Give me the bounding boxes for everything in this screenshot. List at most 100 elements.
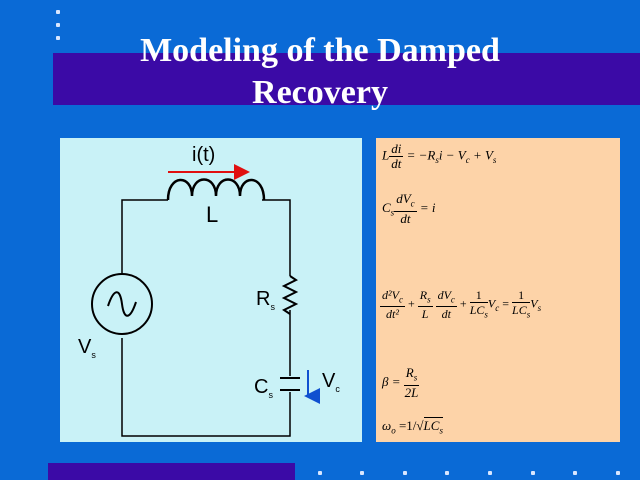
eq3-t3-num-wrap: dVc — [435, 288, 457, 308]
eq3-t1-den: dt² — [386, 307, 399, 322]
eq3-t5-num: 1 — [512, 288, 531, 303]
eq3-t4-den-sub: s — [484, 309, 488, 320]
ac-source-wave — [107, 291, 137, 317]
eq4-num: R — [405, 365, 414, 380]
eq4-num-wrap: Rs — [403, 365, 420, 386]
eq4-den: 2L — [404, 384, 419, 400]
decor-dot — [531, 471, 535, 475]
eq4-num-sub: s — [413, 372, 418, 383]
eq4-lhs: β = — [382, 373, 401, 389]
cap-voltage-label-main: V — [322, 370, 336, 392]
eq2-num: dV — [396, 191, 411, 206]
eq5-lhs-sub: o — [391, 425, 396, 436]
circuit-panel: i(t) L Rs Vs Cs Vc — [60, 138, 362, 442]
eq3-t5-var-sub: s — [537, 302, 542, 313]
decor-dot — [445, 471, 449, 475]
eq1-rhs: = −R — [406, 147, 436, 163]
eq2-coef: C — [382, 199, 391, 215]
ac-source-circle — [91, 273, 153, 335]
eq3-t1-num-sub: c — [398, 294, 403, 305]
eq2-rhs: = i — [419, 199, 436, 215]
resistor-label: Rs — [256, 288, 275, 312]
wire-top-right — [262, 199, 291, 276]
eq2-num-wrap: dVc — [394, 191, 417, 212]
eq5-sqrt: √ — [416, 418, 424, 433]
eq2-den: dt — [400, 210, 411, 226]
eq3-eqsign: = — [502, 296, 510, 311]
eq1-rhs3-sub: s — [492, 155, 497, 166]
source-label: Vs — [78, 336, 96, 360]
eq3-t2-num-wrap: Rs — [417, 288, 433, 308]
eq2-coef-sub: s — [390, 207, 395, 218]
resistor-label-main: R — [256, 288, 271, 310]
capacitor-label-main: C — [254, 376, 269, 398]
eq1-rhs-sub: s — [435, 155, 439, 166]
eq1-rhs2: i − V — [438, 147, 466, 163]
eq1-rhs2-sub: c — [465, 155, 470, 166]
capacitor-label: Cs — [254, 376, 273, 400]
eq3-plus2: + — [459, 296, 467, 311]
decor-dot — [403, 471, 407, 475]
eq3-t5-den: LC — [512, 303, 527, 317]
eq3-t3-num-sub: c — [450, 294, 455, 305]
eq3-t5-var: V — [530, 296, 538, 311]
decor-dot — [488, 471, 492, 475]
eq5-rhs: =1 — [395, 418, 413, 433]
capacitor-label-sub: s — [268, 390, 273, 400]
eq3-t4-var-sub: c — [495, 302, 500, 313]
source-label-sub: s — [91, 350, 96, 360]
eq1-den: dt — [391, 156, 402, 171]
source-label-main: V — [78, 336, 92, 358]
eq5-under-wrap: LCs — [423, 417, 443, 436]
eq2-num-sub: c — [410, 198, 415, 209]
eq3-plus1: + — [407, 296, 415, 311]
eq3-t5-den-sub: s — [526, 309, 531, 320]
eq1-num: di — [389, 141, 404, 157]
current-label: i(t) — [192, 144, 216, 166]
eq1-rhs3: + V — [469, 147, 493, 163]
decor-dot — [318, 471, 322, 475]
inductor-label: L — [206, 202, 219, 227]
eq5-under-sub: s — [439, 425, 443, 436]
decor-dot — [360, 471, 364, 475]
resistor-label-sub: s — [270, 302, 275, 312]
eq3-t3-num: dV — [437, 288, 451, 302]
eq5-slash: / — [412, 418, 417, 433]
decor-dot — [573, 471, 577, 475]
decor-dot — [616, 471, 620, 475]
decor-dot — [56, 36, 60, 40]
eq3-t1-num-wrap: d²Vc — [380, 288, 405, 308]
eq3-t4-num: 1 — [469, 288, 488, 303]
title-line-2: Recovery — [252, 74, 388, 111]
circuit-diagram — [91, 164, 320, 437]
eq5-under: LC — [423, 418, 440, 433]
cap-voltage-label-sub: c — [335, 384, 340, 394]
eq5-lhs: ω — [382, 418, 392, 433]
eq3-t4-den-wrap: LCs — [470, 303, 488, 321]
title-line-1: Modeling of the Damped — [140, 32, 500, 69]
inductor-coil — [166, 178, 266, 201]
decor-dot — [56, 23, 60, 27]
eq3-t3-den: dt — [441, 307, 451, 322]
wire-left-top — [121, 199, 168, 274]
eq3-t2-num-sub: s — [427, 294, 431, 305]
footer-band — [48, 463, 295, 480]
eq3-t4-var: V — [487, 296, 496, 311]
eq3-t1-num: d²V — [382, 288, 399, 302]
eq3-t2-num: R — [419, 288, 428, 302]
title-band — [53, 53, 640, 105]
eq3-t5-den-wrap: LCs — [512, 303, 530, 321]
slide-title: Modeling of the Damped Recovery — [60, 30, 580, 114]
